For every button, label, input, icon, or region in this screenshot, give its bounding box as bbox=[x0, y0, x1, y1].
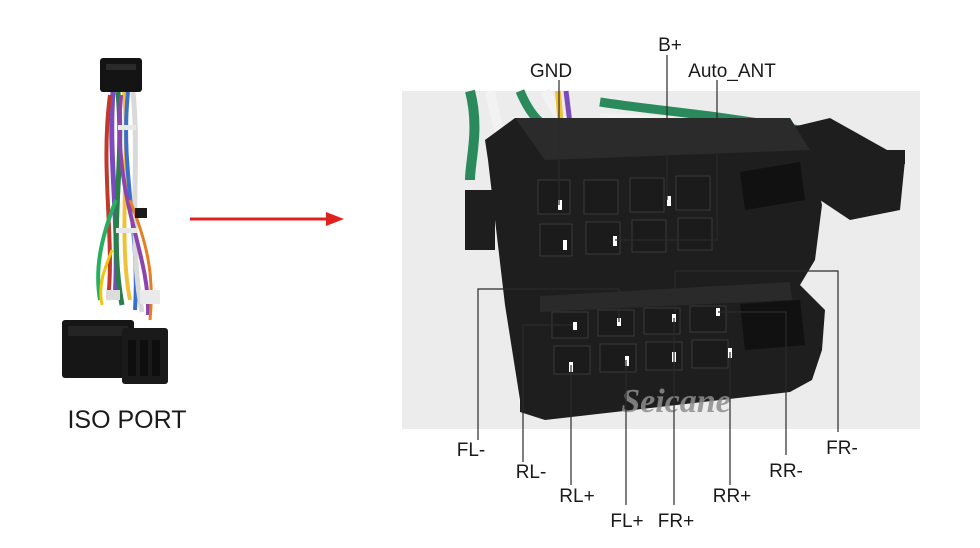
iso-port-caption: ISO PORT bbox=[67, 406, 186, 434]
label-b-plus: B+ bbox=[658, 35, 682, 56]
label-fl-minus: FL- bbox=[457, 440, 486, 461]
iso-connector-body bbox=[485, 118, 825, 420]
iso-harness-illustration bbox=[62, 58, 168, 384]
label-rl-minus: RL- bbox=[516, 462, 547, 483]
label-fl-plus: FL+ bbox=[610, 511, 643, 532]
label-fr-minus: FR- bbox=[826, 438, 858, 459]
label-rr-plus: RR+ bbox=[713, 486, 752, 507]
label-fr-plus: FR+ bbox=[658, 511, 694, 532]
label-gnd: GND bbox=[530, 61, 572, 82]
harness-wire-bundle bbox=[96, 91, 160, 321]
side-plug bbox=[465, 118, 905, 250]
upper-pin-block bbox=[537, 162, 805, 257]
watermark-text: Seicane bbox=[621, 383, 731, 420]
leader-lines bbox=[477, 55, 839, 505]
label-auto-ant: Auto_ANT bbox=[688, 61, 776, 82]
label-rr-minus: RR- bbox=[769, 461, 803, 482]
harness-top-connector bbox=[100, 58, 142, 92]
connector-photo: Seicane bbox=[402, 88, 920, 429]
label-rl-plus: RL+ bbox=[559, 486, 594, 507]
direction-arrow bbox=[190, 212, 344, 226]
pin-labels: GND B+ Auto_ANT FL- RL- RL+ FL+ FR+ RR+ … bbox=[457, 35, 858, 532]
